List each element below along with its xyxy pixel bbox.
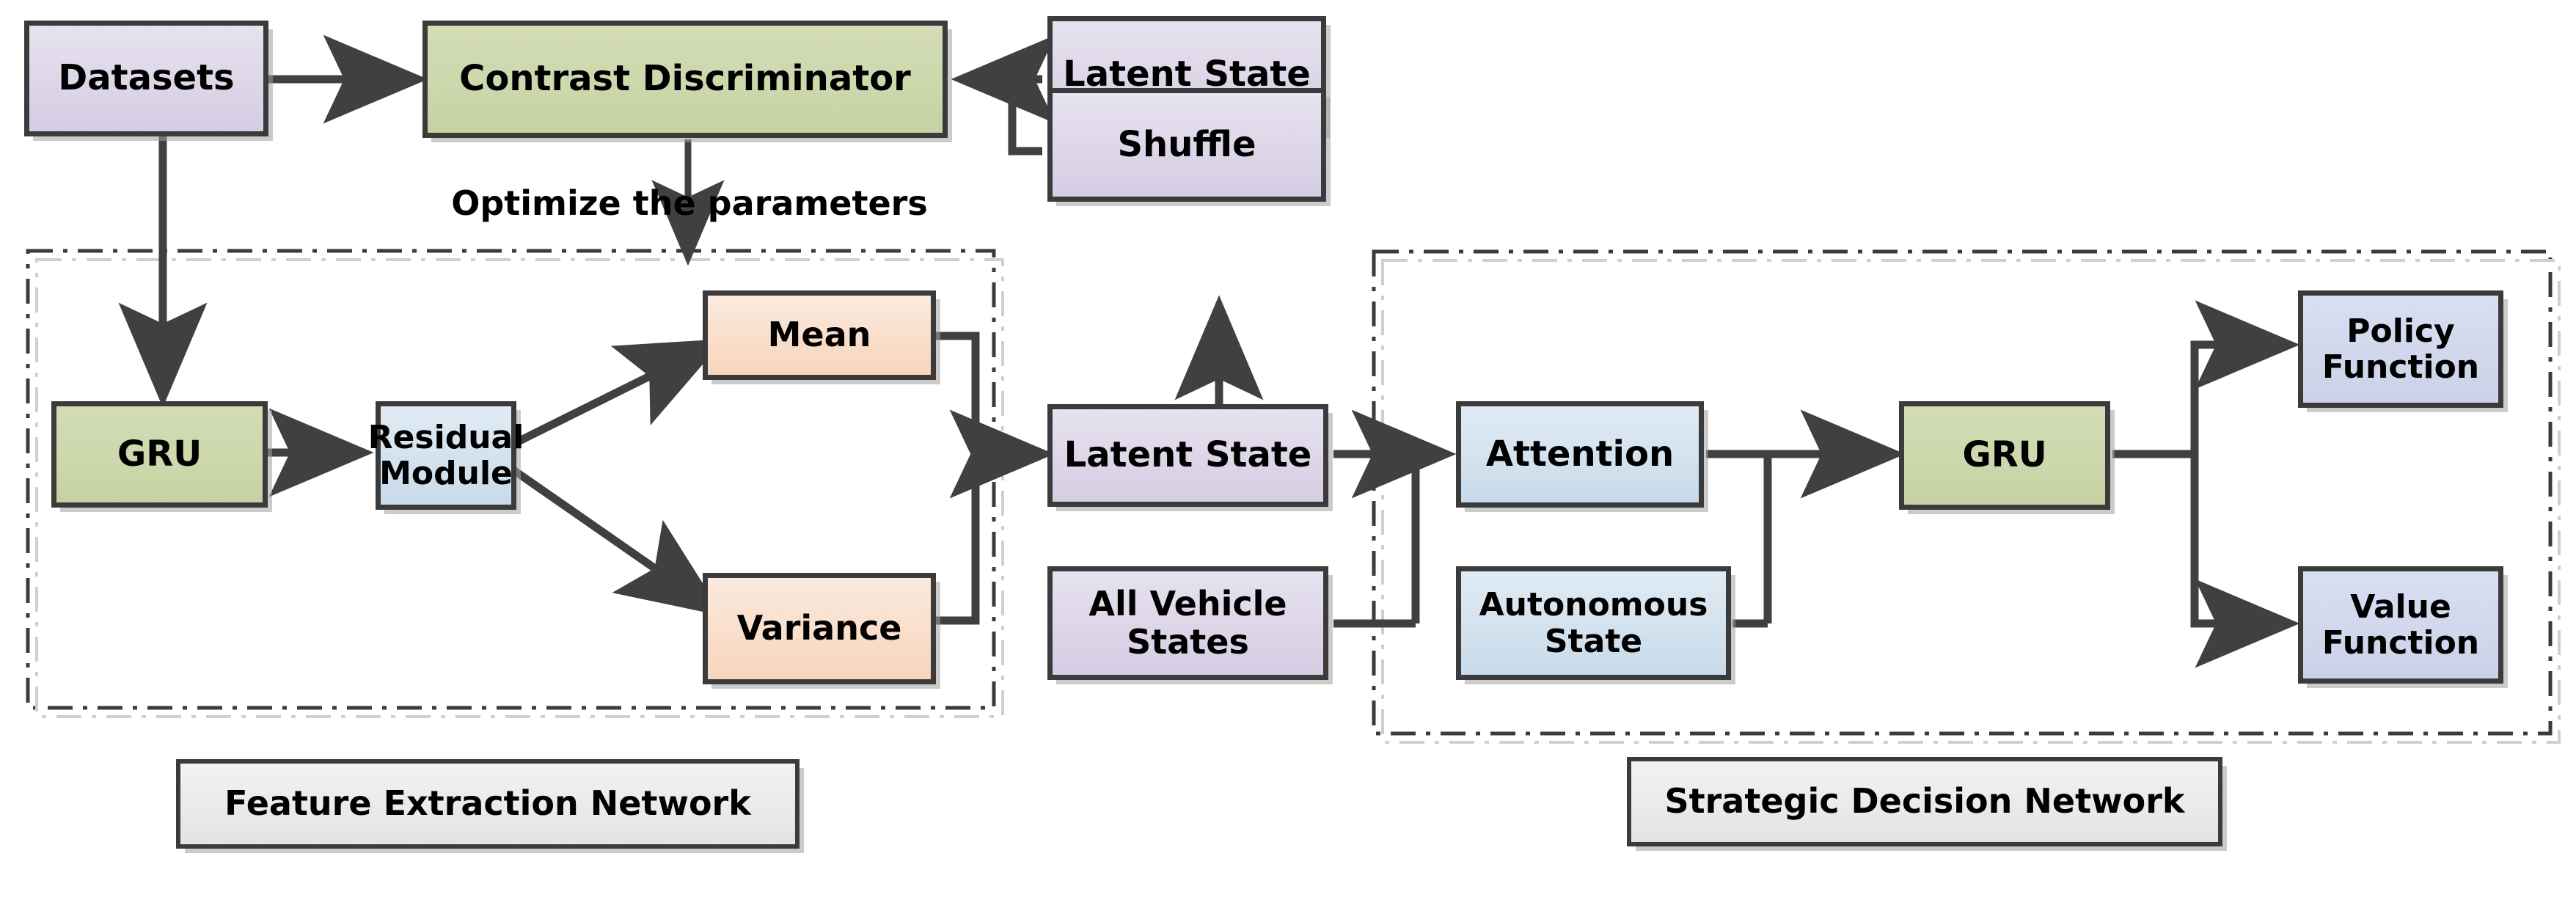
node-all-vehicle-states-label-line1: All Vehicle — [1088, 583, 1287, 623]
node-policy-function[interactable]: Policy Function — [2298, 290, 2503, 408]
node-autonomous-state[interactable]: Autonomous State — [1456, 566, 1731, 680]
edge-label-optimize-the-parameters: Optimize the parameters — [440, 183, 939, 223]
node-datasets[interactable]: Datasets — [24, 21, 268, 136]
edge-mean-to-latent-state — [935, 332, 980, 454]
edge-label-optimize-text: Optimize the parameters — [451, 183, 928, 223]
node-value-function[interactable]: Value Function — [2298, 566, 2503, 684]
node-all-vehicle-states[interactable]: All Vehicle States — [1047, 566, 1328, 680]
node-autonomous-state-label-line2: State — [1544, 622, 1643, 660]
node-residual-module-label-line2: Module — [379, 455, 513, 492]
node-value-function-label-line2: Function — [2321, 624, 2480, 662]
node-gru-right-label: GRU — [1962, 434, 2047, 476]
edge-shuffle-to-contrast-discriminator — [1008, 79, 1042, 156]
node-latent-state-top-label: Latent State — [1063, 54, 1311, 95]
group-label-strategic-decision-network-text: Strategic Decision Network — [1664, 781, 2185, 822]
node-residual-module[interactable]: Residual Module — [368, 401, 524, 510]
node-contrast-discriminator[interactable]: Contrast Discriminator — [422, 21, 948, 138]
edge-gru-to-value-function — [2190, 454, 2300, 668]
node-attention-label: Attention — [1485, 433, 1675, 475]
node-shuffle-label: Shuffle — [1117, 123, 1256, 165]
node-value-function-label-line1: Value — [2350, 588, 2451, 626]
node-latent-state-mid-label: Latent State — [1064, 434, 1312, 476]
node-contrast-discriminator-label: Contrast Discriminator — [459, 58, 911, 100]
group-label-strategic-decision-network: Strategic Decision Network — [1627, 757, 2222, 846]
node-policy-function-label-line1: Policy — [2346, 312, 2455, 350]
node-gru-left[interactable]: GRU — [51, 401, 268, 508]
node-variance-label: Variance — [736, 608, 902, 648]
edge-residual-module-to-mean — [489, 339, 725, 458]
node-autonomous-state-label-line1: Autonomous — [1479, 586, 1708, 624]
node-gru-right[interactable]: GRU — [1899, 401, 2110, 510]
feature-extraction-group-box — [26, 249, 996, 710]
node-datasets-label: Datasets — [58, 57, 235, 99]
node-attention[interactable]: Attention — [1456, 401, 1704, 508]
node-all-vehicle-states-label-line2: States — [1127, 621, 1249, 662]
group-label-feature-extraction-network: Feature Extraction Network — [176, 759, 799, 849]
node-shuffle[interactable]: Shuffle — [1047, 88, 1326, 202]
node-mean[interactable]: Mean — [703, 290, 936, 380]
node-policy-function-label-line2: Function — [2321, 348, 2480, 386]
strategic-decision-group-box — [1372, 249, 2553, 736]
edge-variance-to-latent-state — [935, 454, 980, 625]
edge-residual-module-to-variance — [489, 451, 724, 617]
node-mean-label: Mean — [767, 315, 871, 355]
edge-decision-merge-to-gru — [1763, 409, 1906, 623]
group-label-feature-extraction-network-text: Feature Extraction Network — [224, 783, 751, 824]
edge-gru-to-policy-function — [2190, 300, 2300, 454]
node-variance[interactable]: Variance — [703, 573, 936, 684]
node-gru-left-label: GRU — [117, 433, 202, 475]
node-latent-state-mid[interactable]: Latent State — [1047, 404, 1328, 507]
node-residual-module-label-line1: Residual — [367, 418, 524, 456]
